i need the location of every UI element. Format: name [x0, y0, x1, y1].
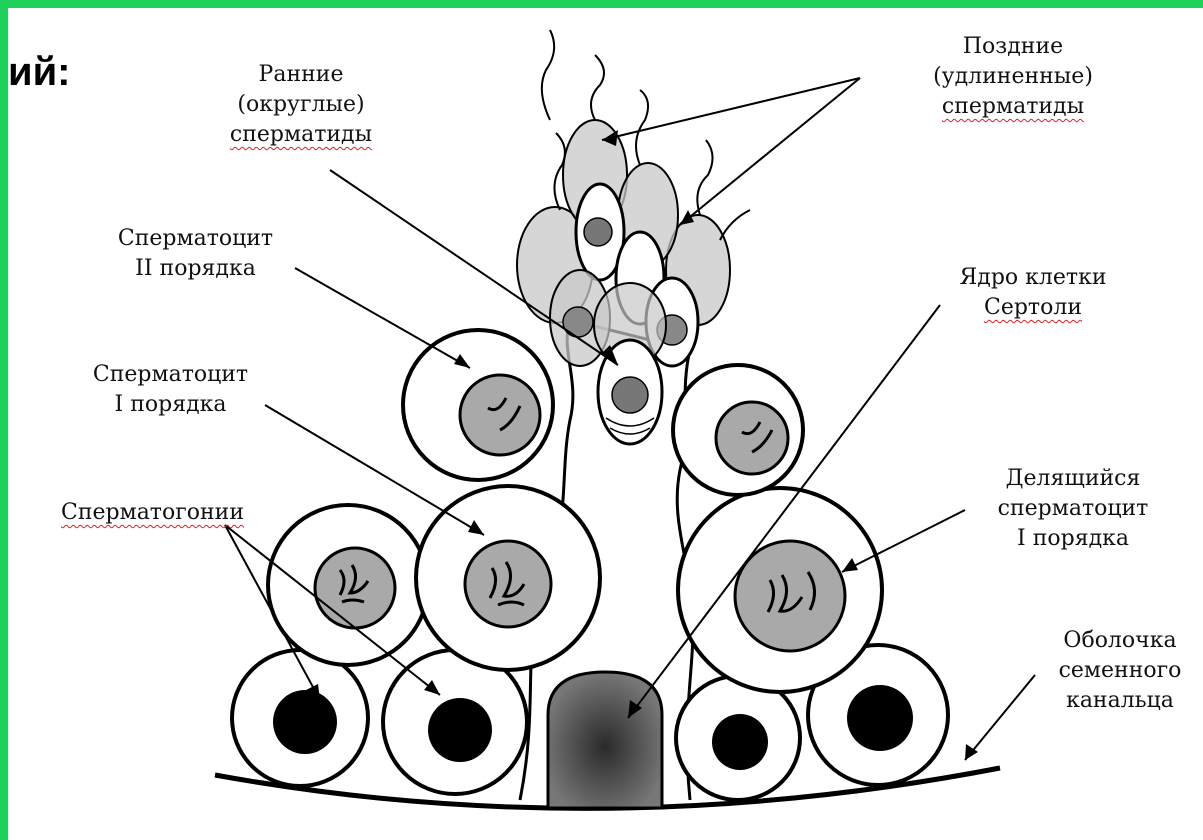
- label-early-spermatids: Ранние (округлые) сперматиды: [196, 60, 406, 150]
- label-spermatocyte-2: Сперматоцит II порядка: [83, 224, 308, 284]
- label-late-spermatids: Поздние (удлиненные) сперматиды: [898, 32, 1128, 122]
- label-spermatogonia: Сперматогонии: [20, 498, 285, 528]
- spermatogenesis-diagram: [8, 8, 1203, 840]
- primary-spermatocytes: [268, 486, 882, 692]
- label-tubule-membrane: Оболочка семенного канальца: [1040, 626, 1200, 716]
- diagram-canvas: ий: Ранние (округлые) сперматиды Поздние…: [8, 8, 1203, 840]
- sertoli-nucleus: [548, 672, 662, 808]
- partial-heading: ий:: [8, 50, 71, 95]
- label-spermatocyte-1: Сперматоцит I порядка: [58, 360, 283, 420]
- label-dividing-spermatocyte: Делящийся сперматоцит I порядка: [968, 464, 1178, 554]
- label-sertoli-nucleus: Ядро клетки Сертоли: [928, 263, 1138, 323]
